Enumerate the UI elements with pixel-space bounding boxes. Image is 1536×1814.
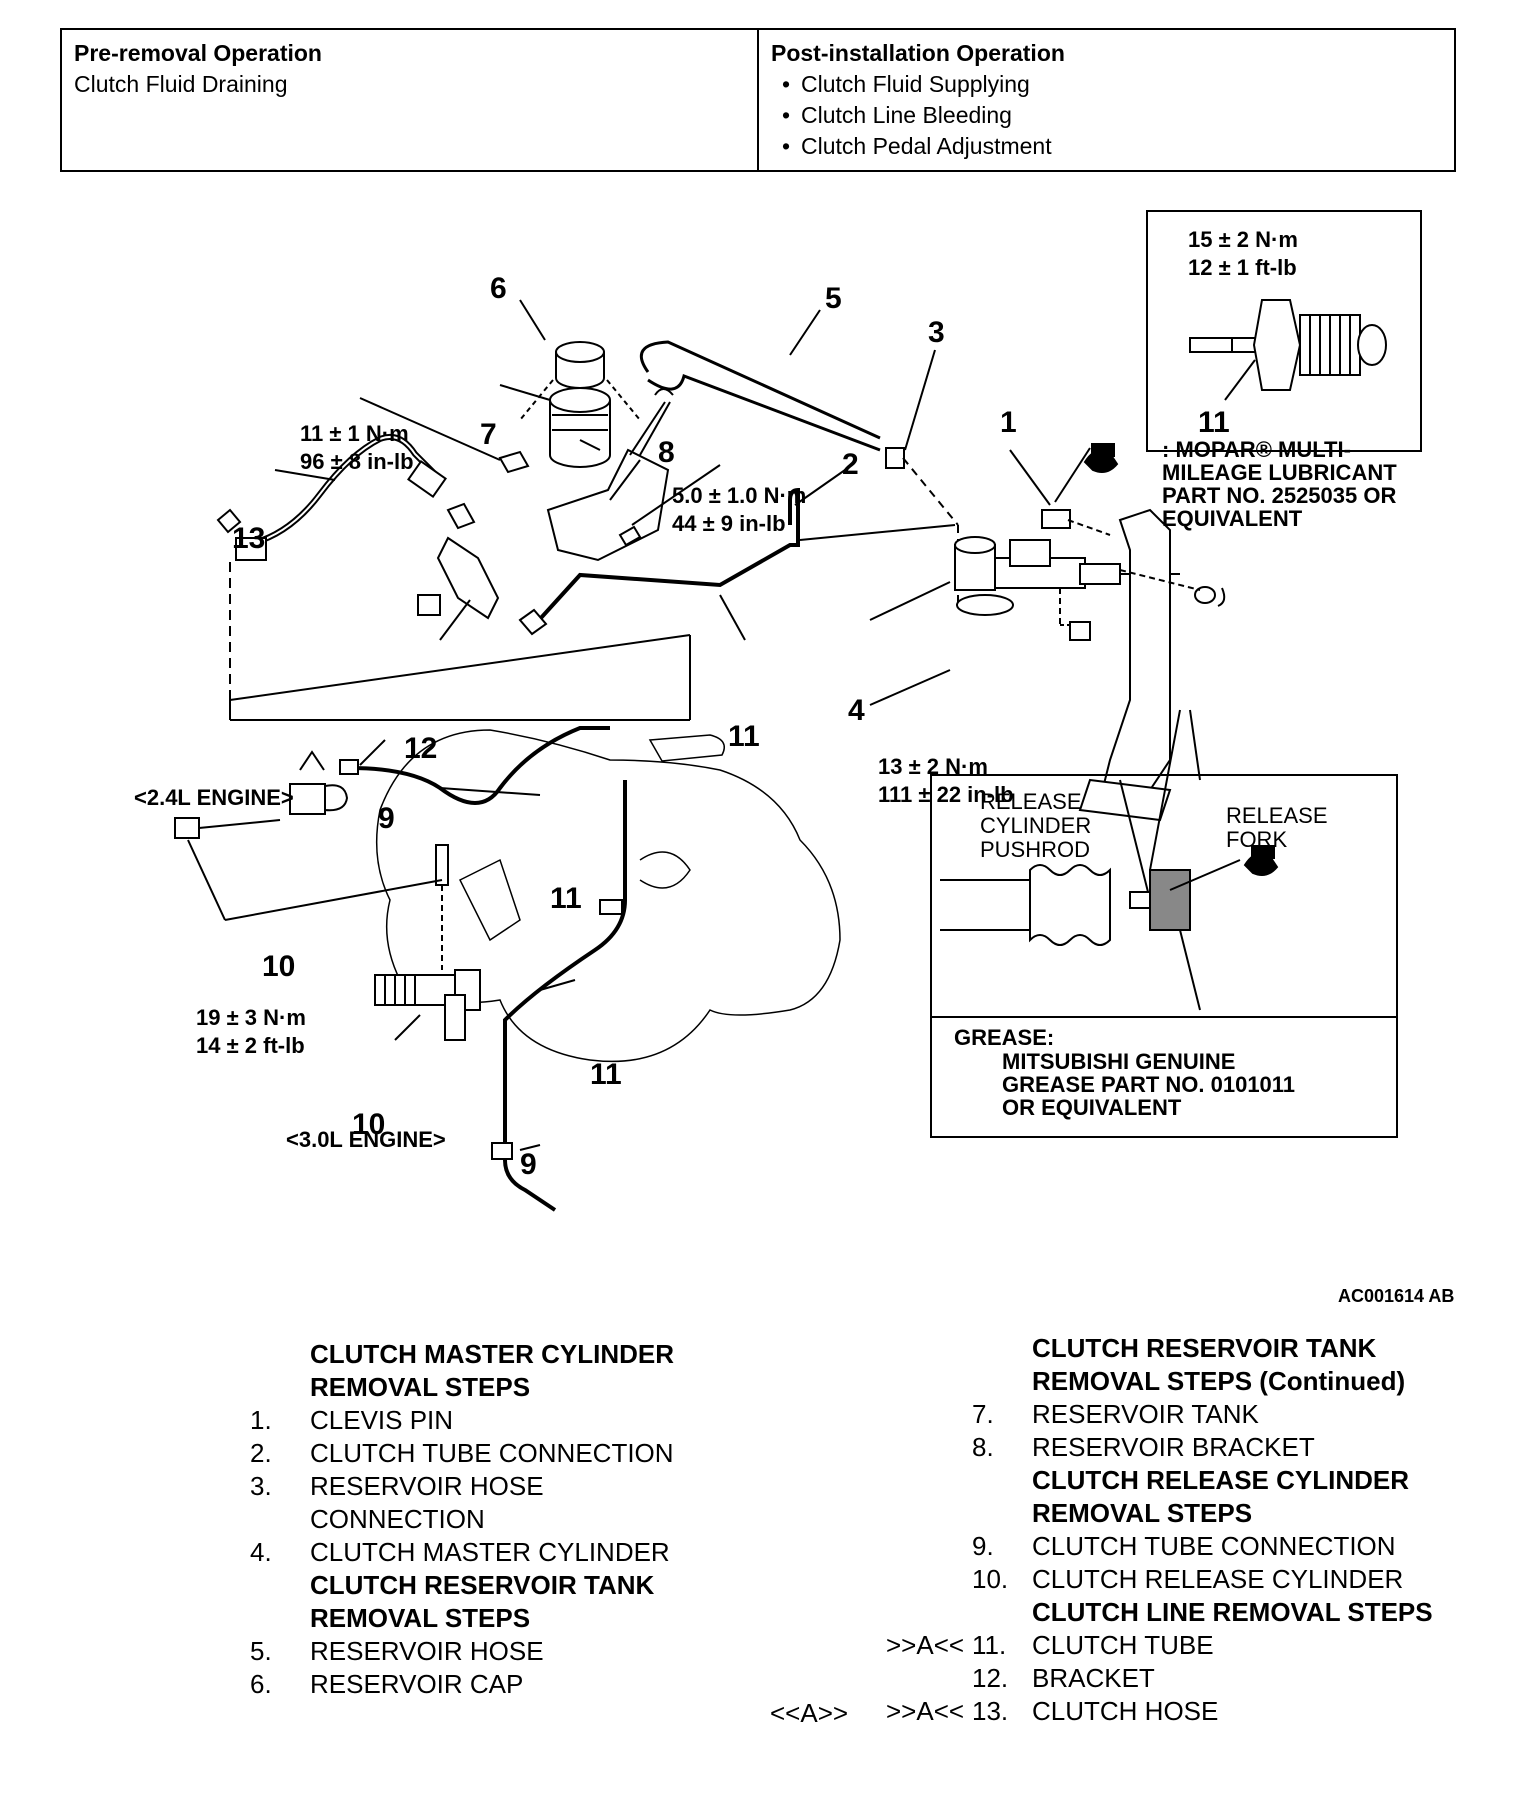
pre-removal-item: Clutch Fluid Draining: [74, 71, 288, 97]
step-item: 1.CLEVIS PIN: [250, 1405, 454, 1435]
release-cylinder-30-drawing: [224, 780, 627, 1212]
engine-24-label: <2.4L ENGINE>: [134, 785, 294, 810]
torque-nut: 13 ± 2 N·m 111 ± 22 in-lb: [878, 754, 1014, 807]
callout-4: 4: [848, 694, 865, 727]
callout-8: 8: [658, 436, 675, 469]
callout-11-middle: 11: [550, 882, 582, 915]
callout-10-upper: 10: [262, 950, 296, 983]
torque-release-bolt: 19 ± 3 N·m 14 ± 2 ft-lb: [196, 1005, 306, 1058]
clevis-pin-drawing: [1041, 443, 1119, 536]
clutch-tube-drawing: [518, 487, 956, 636]
release-cylinder-pushrod-label: RELEASE CYLINDER PUSHROD: [980, 789, 1092, 862]
step-item: 5.RESERVOIR HOSE: [250, 1636, 544, 1666]
exploded-diagram: 6 7 5 3 8 1 2 13 12 11 4 9 11 10 11 10 9…: [0, 180, 1536, 1310]
step-heading: CLUTCH RESERVOIR TANK: [310, 1570, 655, 1600]
step-heading: REMOVAL STEPS (Continued): [1032, 1366, 1406, 1396]
release-cylinder-24-drawing: [174, 726, 610, 921]
bleeder-bolt-drawing: [1189, 299, 1387, 401]
pre-removal-column: Pre-removal Operation Clutch Fluid Drain…: [62, 30, 757, 170]
step-item: >>A<<13.CLUTCH HOSE: [886, 1696, 1219, 1726]
callout-12: 12: [404, 732, 438, 765]
master-cylinder-drawing: [869, 536, 1180, 641]
step-heading: REMOVAL STEPS: [1032, 1498, 1253, 1528]
step-heading: REMOVAL STEPS: [310, 1603, 531, 1633]
grease-title: GREASE:: [954, 1025, 1055, 1050]
step-heading: CLUTCH RELEASE CYLINDER: [1032, 1465, 1410, 1495]
callout-7: 7: [480, 418, 497, 451]
engine-connector-lines: [229, 634, 691, 721]
diagram-drawing: [174, 299, 1387, 1212]
step-heading: CLUTCH MASTER CYLINDER: [310, 1339, 674, 1369]
list-item: •Clutch Line Bleeding: [781, 102, 1012, 128]
post-installation-column: Post-installation Operation •Clutch Flui…: [757, 30, 1454, 170]
step-item: >>A<<11.CLUTCH TUBE: [886, 1630, 1214, 1660]
step-item-continued: CONNECTION: [310, 1504, 485, 1534]
step-heading: REMOVAL STEPS: [310, 1372, 531, 1402]
reservoir-drawing: [519, 341, 641, 468]
steps-right: CLUTCH RESERVOIR TANK REMOVAL STEPS (Con…: [886, 1332, 1433, 1728]
callout-2: 2: [842, 448, 859, 481]
engine-30-label: <3.0L ENGINE>: [286, 1127, 446, 1152]
clutch-hose-drawing: [216, 433, 447, 561]
pre-removal-title: Pre-removal Operation: [74, 40, 322, 66]
step-item: 8.RESERVOIR BRACKET: [972, 1432, 1315, 1462]
bleeder-inset-box: 15 ± 2 N·m 12 ± 1 ft-lb 11: [1146, 210, 1422, 452]
torque-bolt-11: 11 ± 1 N·m 96 ± 8 in-lb: [300, 421, 414, 474]
step-item: 4.CLUTCH MASTER CYLINDER: [250, 1537, 670, 1567]
step-heading: CLUTCH LINE REMOVAL STEPS: [1032, 1597, 1433, 1627]
step-item: 10.CLUTCH RELEASE CYLINDER: [972, 1564, 1404, 1594]
operation-table: Pre-removal Operation Clutch Fluid Drain…: [60, 28, 1456, 172]
step-item: 3.RESERVOIR HOSE: [250, 1471, 544, 1501]
leader-lines: [274, 299, 1051, 766]
list-item: •Clutch Pedal Adjustment: [781, 133, 1052, 159]
torque-bleeder: 15 ± 2 N·m 12 ± 1 ft-lb: [1188, 227, 1298, 280]
step-heading: CLUTCH RESERVOIR TANK: [1032, 1333, 1377, 1363]
callout-1: 1: [1000, 406, 1017, 439]
grease-lines: MITSUBISHI GENUINE GREASE PART NO. 01010…: [1002, 1049, 1296, 1120]
figure-code: AC001614 AB: [1338, 1286, 1455, 1306]
callout-9-lower: 9: [520, 1148, 537, 1181]
step-item: 7.RESERVOIR TANK: [972, 1399, 1259, 1429]
install-mark: <<A>>: [770, 1698, 849, 1728]
bracket-drawing: [359, 397, 721, 562]
callout-13: 13: [232, 522, 266, 555]
reservoir-hose-drawing: [639, 340, 959, 605]
grease-inset-drawing: [940, 709, 1279, 1011]
post-installation-list: •Clutch Fluid Supplying •Clutch Line Ble…: [771, 69, 1442, 162]
callout-5: 5: [825, 282, 842, 315]
callout-11-lower: 11: [590, 1058, 622, 1091]
grease-inset-box: RELEASE CYLINDER PUSHROD RELEASE FORK GR…: [930, 774, 1398, 1138]
bracket-12-drawing: [229, 502, 500, 700]
step-item: 6.RESERVOIR CAP: [250, 1669, 524, 1699]
post-installation-title: Post-installation Operation: [771, 40, 1065, 66]
steps-left: CLUTCH MASTER CYLINDER REMOVAL STEPS 1.C…: [250, 1338, 674, 1701]
callout-3: 3: [928, 316, 945, 349]
lubricant-note: : MOPAR® MULTI- MILEAGE LUBRICANT PART N…: [1162, 437, 1397, 531]
callout-9-upper: 9: [378, 802, 395, 835]
torque-bracket: 5.0 ± 1.0 N·m 44 ± 9 in-lb: [672, 483, 807, 536]
callout-11-inset: 11: [1198, 406, 1230, 439]
callout-6: 6: [490, 272, 507, 305]
callout-10-lower: 10: [352, 1108, 386, 1141]
list-item: •Clutch Fluid Supplying: [781, 71, 1030, 97]
callout-11-upper: 11: [728, 720, 760, 753]
step-item: 2.CLUTCH TUBE CONNECTION: [250, 1438, 674, 1468]
release-fork-label: RELEASE FORK: [1226, 803, 1328, 852]
step-item: 9.CLUTCH TUBE CONNECTION: [972, 1531, 1396, 1561]
step-item: 12.BRACKET: [972, 1663, 1155, 1693]
